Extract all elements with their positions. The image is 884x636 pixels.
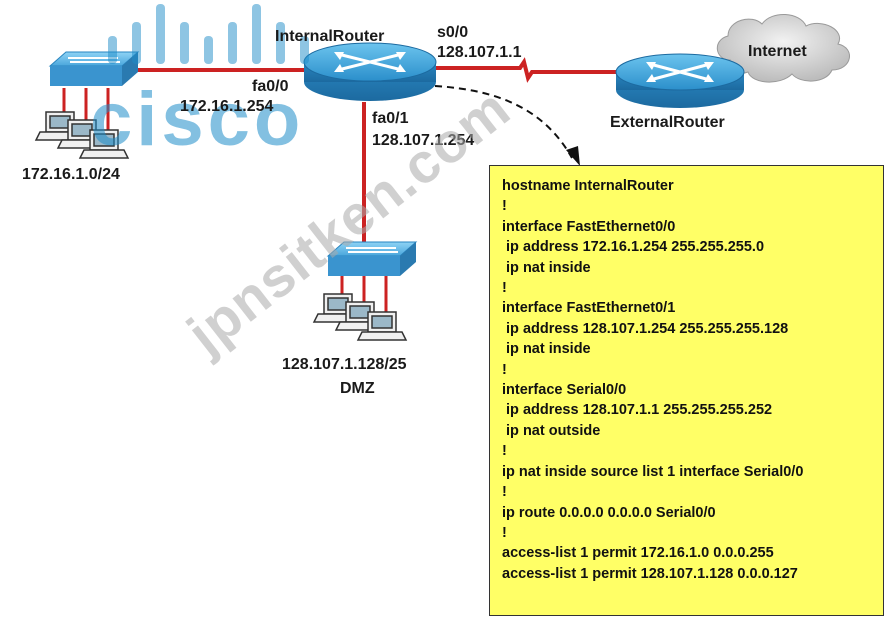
config-line: interface FastEthernet0/0 [502,218,676,235]
config-line: ip address 128.107.1.254 255.255.255.128 [502,320,789,337]
config-line: ! [502,443,507,460]
config-line: ip nat inside [502,341,591,358]
link-serial-router-to-external [430,57,625,83]
router-config-box: hostname InternalRouter! interface FastEt… [489,165,884,616]
links [62,57,625,316]
config-line: ip nat inside source list 1 interface Se… [502,463,804,480]
fa0-0-interface-label: fa0/0 [252,78,289,95]
s0-0-interface-label: s0/0 [437,24,469,41]
config-line: ! [502,198,507,215]
dmz-switch-icon [326,241,418,276]
external-router-icon [615,53,745,108]
lan-subnet-label: 172.16.1.0/24 [22,166,120,183]
dmz-subnet-label: 128.107.1.128/25 [282,356,407,373]
config-line: interface Serial0/0 [502,382,627,399]
config-line: hostname InternalRouter [502,178,674,194]
dmz-pcs-icon [312,293,408,341]
config-callout-arrowhead [566,146,580,166]
cisco-logo-text: cisco [90,77,305,162]
external-router-label: ExternalRouter [610,114,725,131]
lan-pcs-icon [34,111,130,159]
fa0-1-ip-label: 128.107.1.254 [372,132,475,149]
config-line: ! [502,484,507,501]
config-line: access-list 1 permit 172.16.1.0 0.0.0.25… [502,545,774,562]
config-callout-arrow [434,85,573,159]
config-line: access-list 1 permit 128.107.1.128 0.0.0… [502,565,798,582]
config-line: ip address 172.16.1.254 255.255.255.0 [502,239,765,256]
internal-router-label: InternalRouter [275,28,385,45]
internet-label: Internet [748,43,807,60]
internet-cloud-icon [716,14,850,83]
config-line: ip route 0.0.0.0 0.0.0.0 Serial0/0 [502,504,716,521]
internal-router-icon [303,42,437,101]
config-line: ip nat inside [502,259,591,276]
s0-0-ip-label: 128.107.1.1 [437,44,522,61]
config-line: ! [502,524,507,541]
config-line: ! [502,280,507,297]
dmz-name-label: DMZ [340,380,375,397]
config-line: ! [502,361,507,378]
fa0-1-interface-label: fa0/1 [372,110,409,127]
config-line: ip address 128.107.1.1 255.255.255.252 [502,402,773,419]
config-line: interface FastEthernet0/1 [502,300,676,317]
config-line: ip nat outside [502,422,601,439]
fa0-0-ip-label: 172.16.1.254 [180,98,274,115]
